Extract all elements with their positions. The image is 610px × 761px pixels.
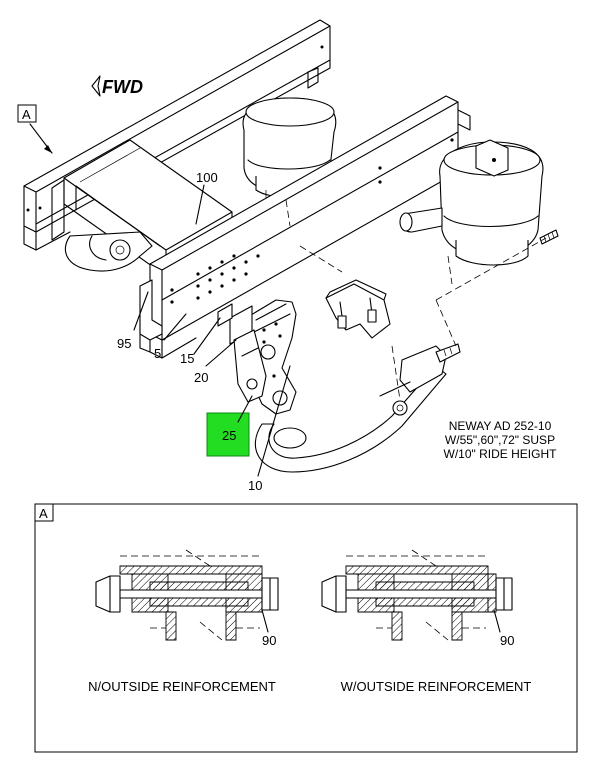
suspension-note-line2: W/55",60",72" SUSP xyxy=(445,433,555,447)
suspension-note-line1: NEWAY AD 252-10 xyxy=(449,419,552,433)
view-marker-label: A xyxy=(22,107,31,122)
callout-20[interactable]: 20 xyxy=(194,370,208,385)
callout-95[interactable]: 95 xyxy=(117,336,131,351)
trailing-arm xyxy=(254,343,461,473)
callout-90-right[interactable]: 90 xyxy=(500,633,514,648)
caption-right: W/OUTSIDE REINFORCEMENT xyxy=(341,679,532,694)
callout-90-left[interactable]: 90 xyxy=(262,633,276,648)
callout-5[interactable]: 5 xyxy=(154,346,161,361)
view-arrow-icon xyxy=(29,123,53,154)
suspension-note-line3: W/10" RIDE HEIGHT xyxy=(444,447,558,461)
section-left xyxy=(95,549,279,641)
lower-bracket xyxy=(233,329,267,403)
outside-reinforcement xyxy=(139,279,163,341)
leader-90-left xyxy=(261,609,269,633)
front-air-spring xyxy=(439,139,544,266)
callout-25-highlight[interactable] xyxy=(206,412,250,457)
caption-left: N/OUTSIDE REINFORCEMENT xyxy=(88,679,276,694)
callout-10[interactable]: 10 xyxy=(248,478,262,493)
assembly-lines xyxy=(285,199,547,401)
fwd-arrow-icon xyxy=(91,75,101,97)
section-right xyxy=(321,549,513,641)
callout-15[interactable]: 15 xyxy=(180,351,194,366)
rear-air-spring xyxy=(242,97,337,200)
cross-tube xyxy=(399,207,443,233)
axle-saddle xyxy=(325,279,391,339)
frame-bolt-holes xyxy=(170,138,454,304)
detail-frame xyxy=(34,503,578,753)
leader-lines xyxy=(133,184,291,477)
rear-axle-assembly xyxy=(64,231,153,272)
detail-marker-label: A xyxy=(39,506,48,521)
leader-90-right xyxy=(493,609,501,633)
callout-25[interactable]: 25 xyxy=(222,428,236,443)
detail-marker-box xyxy=(34,503,54,522)
threaded-stud xyxy=(539,229,559,245)
direction-label: FWD xyxy=(102,77,143,97)
callout-100[interactable]: 100 xyxy=(196,170,218,185)
view-marker-box xyxy=(17,104,37,123)
